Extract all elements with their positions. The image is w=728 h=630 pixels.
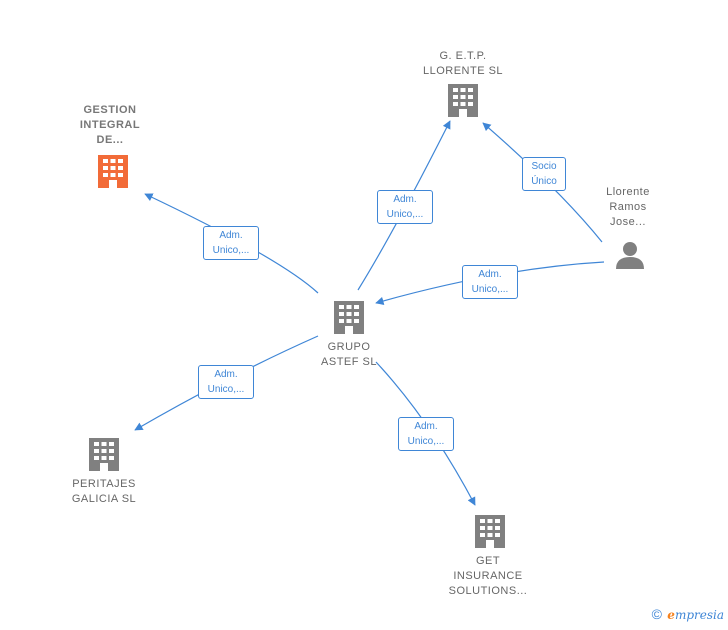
- node-label-line: SOLUTIONS...: [448, 585, 528, 597]
- edge-label-line: Adm.: [219, 230, 243, 241]
- edge-label-line: Socio: [531, 161, 557, 172]
- edge-label-line: Unico,...: [407, 436, 445, 447]
- node-label-line: G. E.T.P.: [439, 50, 487, 62]
- building-icon[interactable]: [89, 438, 119, 471]
- node-label-line: INTEGRAL: [79, 119, 141, 131]
- building-icon[interactable]: [334, 301, 364, 334]
- edge-label-line: Unico,...: [471, 284, 509, 295]
- node-label-line: LLORENTE SL: [422, 65, 504, 77]
- node-label-line: GET: [475, 555, 501, 567]
- edge-label-line: Adm.: [393, 194, 417, 205]
- node-label-line: INSURANCE: [453, 570, 523, 582]
- node-label-line: GALICIA SL: [71, 493, 137, 505]
- node-label-line: Jose...: [610, 216, 646, 228]
- person-icon[interactable]: [616, 242, 644, 269]
- node-label-line: Llorente: [606, 186, 650, 198]
- node-label-line: Ramos: [609, 201, 647, 213]
- node-label-line: GESTION: [83, 104, 137, 116]
- brand-logo-initial: e: [667, 608, 675, 622]
- edge-label-line: Unico,...: [386, 209, 424, 220]
- node-label-grupo[interactable]: GRUPO ASTEF SL: [304, 340, 394, 370]
- edge-label-grupo-get[interactable]: Adm. Unico,...: [398, 417, 454, 451]
- copyright-icon: ©: [651, 606, 662, 622]
- edge-label-llorente-getp[interactable]: Socio Único: [522, 157, 566, 191]
- node-label-line: GRUPO: [327, 341, 371, 353]
- node-label-get[interactable]: GET INSURANCE SOLUTIONS...: [440, 554, 536, 599]
- building-icon[interactable]: [475, 515, 505, 548]
- edge-label-line: Adm.: [214, 369, 238, 380]
- node-label-getp[interactable]: G. E.T.P. LLORENTE SL: [408, 49, 518, 79]
- node-label-line: PERITAJES: [72, 478, 136, 490]
- node-label-llorente[interactable]: Llorente Ramos Jose...: [593, 185, 663, 230]
- brand-logo-text: mpresia: [674, 608, 724, 622]
- node-label-line: ASTEF SL: [321, 356, 377, 368]
- node-label-gestion[interactable]: GESTION INTEGRAL DE...: [70, 103, 150, 148]
- edge-label-grupo-getp[interactable]: Adm. Unico,...: [377, 190, 433, 224]
- edge-label-line: Adm.: [414, 421, 438, 432]
- edge-label-grupo-peritajes[interactable]: Adm. Unico,...: [198, 365, 254, 399]
- node-label-peritajes[interactable]: PERITAJES GALICIA SL: [56, 477, 152, 507]
- edge-label-grupo-gestion[interactable]: Adm. Unico,...: [203, 226, 259, 260]
- brand-footer: © empresia: [652, 606, 724, 622]
- edge-label-line: Unico,...: [207, 384, 245, 395]
- edge-label-line: Unico,...: [212, 245, 250, 256]
- building-icon[interactable]: [98, 155, 128, 188]
- edge-label-line: Único: [531, 176, 557, 187]
- building-icon[interactable]: [448, 84, 478, 117]
- edge-label-line: Adm.: [478, 269, 502, 280]
- node-label-line: DE...: [96, 134, 124, 146]
- edge-label-llorente-grupo[interactable]: Adm. Unico,...: [462, 265, 518, 299]
